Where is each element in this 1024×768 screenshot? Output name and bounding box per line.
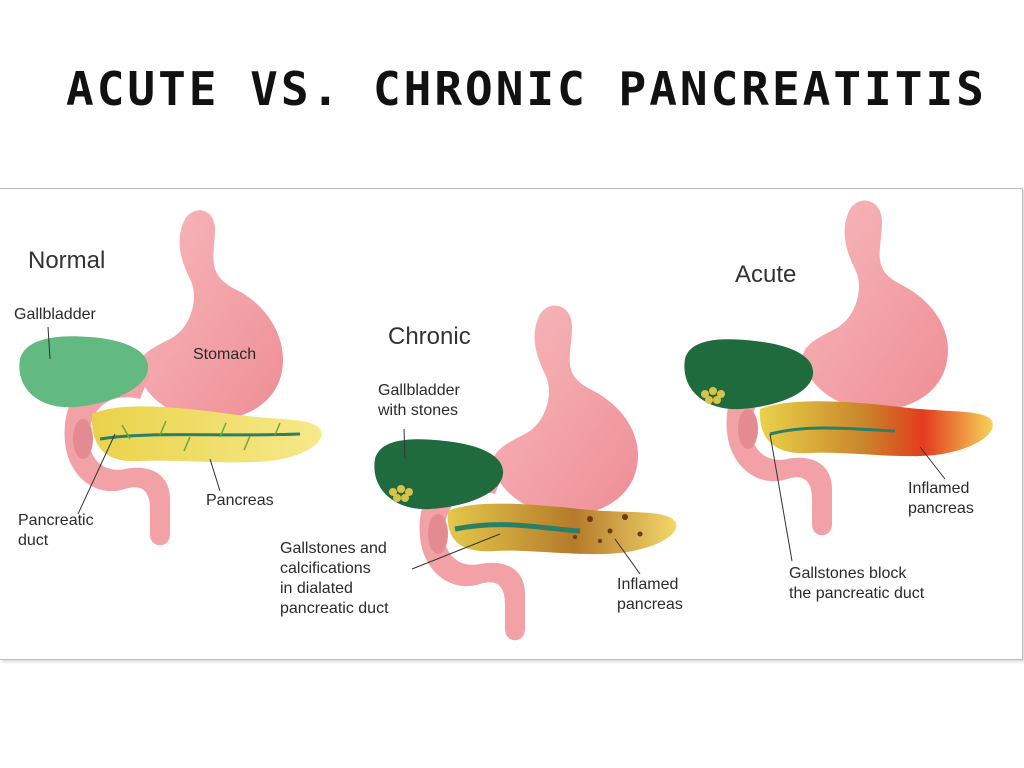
chronic-gallstones	[389, 485, 413, 502]
chronic-gallbladder-label: Gallbladder with stones	[378, 382, 460, 419]
acute-inflamed-leader	[919, 446, 946, 480]
normal-papilla	[73, 419, 93, 459]
illustration-panel: Normal Gallbladder Stomach Pancreas Panc…	[0, 188, 1023, 660]
normal-duct-branches	[121, 420, 281, 452]
normal-stomach-label: Stomach	[193, 346, 257, 363]
chronic-stomach	[492, 305, 638, 515]
normal-gallbladder-leader	[47, 326, 51, 360]
normal-duodenum	[64, 369, 170, 546]
normal-heading: Normal	[28, 247, 106, 274]
normal-duct-label: Pancreatic duct	[18, 512, 94, 549]
normal-duct-leader	[77, 433, 116, 515]
acute-heading: Acute	[735, 261, 797, 288]
chronic-calcifications	[573, 514, 643, 543]
anatomy-illustration	[19, 200, 993, 641]
normal-pancreas-label: Pancreas	[206, 492, 274, 509]
chronic-duodenum	[419, 464, 525, 641]
acute-stomach	[802, 200, 948, 410]
chronic-papilla	[428, 514, 448, 554]
normal-pancreas-leader	[209, 458, 221, 492]
normal-stomach	[137, 210, 283, 420]
chronic-gallstones-leader	[411, 533, 501, 570]
acute-block-leader	[769, 433, 793, 562]
acute-inflamed-label: Inflamed pancreas	[908, 480, 974, 517]
acute-gallstones	[701, 387, 725, 404]
acute-block-label: Gallstones block the pancreatic duct	[789, 565, 925, 602]
normal-gallbladder	[19, 336, 149, 408]
chronic-organs	[374, 305, 677, 641]
normal-gallbladder-label: Gallbladder	[14, 306, 96, 323]
chronic-inflamed-label: Inflamed pancreas	[617, 576, 683, 613]
normal-pancreatic-duct	[99, 432, 301, 441]
chronic-dilated-duct	[454, 522, 581, 534]
acute-pancreatic-duct	[769, 426, 896, 436]
acute-organs	[684, 200, 993, 562]
chronic-inflamed-leader	[614, 538, 641, 575]
page-title: Acute vs. Chronic Pancreatitis	[66, 62, 987, 116]
chronic-gallstones-label: Gallstones and calcifications in dialate…	[280, 540, 389, 617]
acute-papilla	[738, 409, 758, 449]
chronic-heading: Chronic	[388, 323, 471, 350]
chronic-gallbladder-leader	[403, 428, 406, 460]
normal-organs	[19, 210, 322, 546]
acute-gallbladder	[684, 339, 814, 410]
